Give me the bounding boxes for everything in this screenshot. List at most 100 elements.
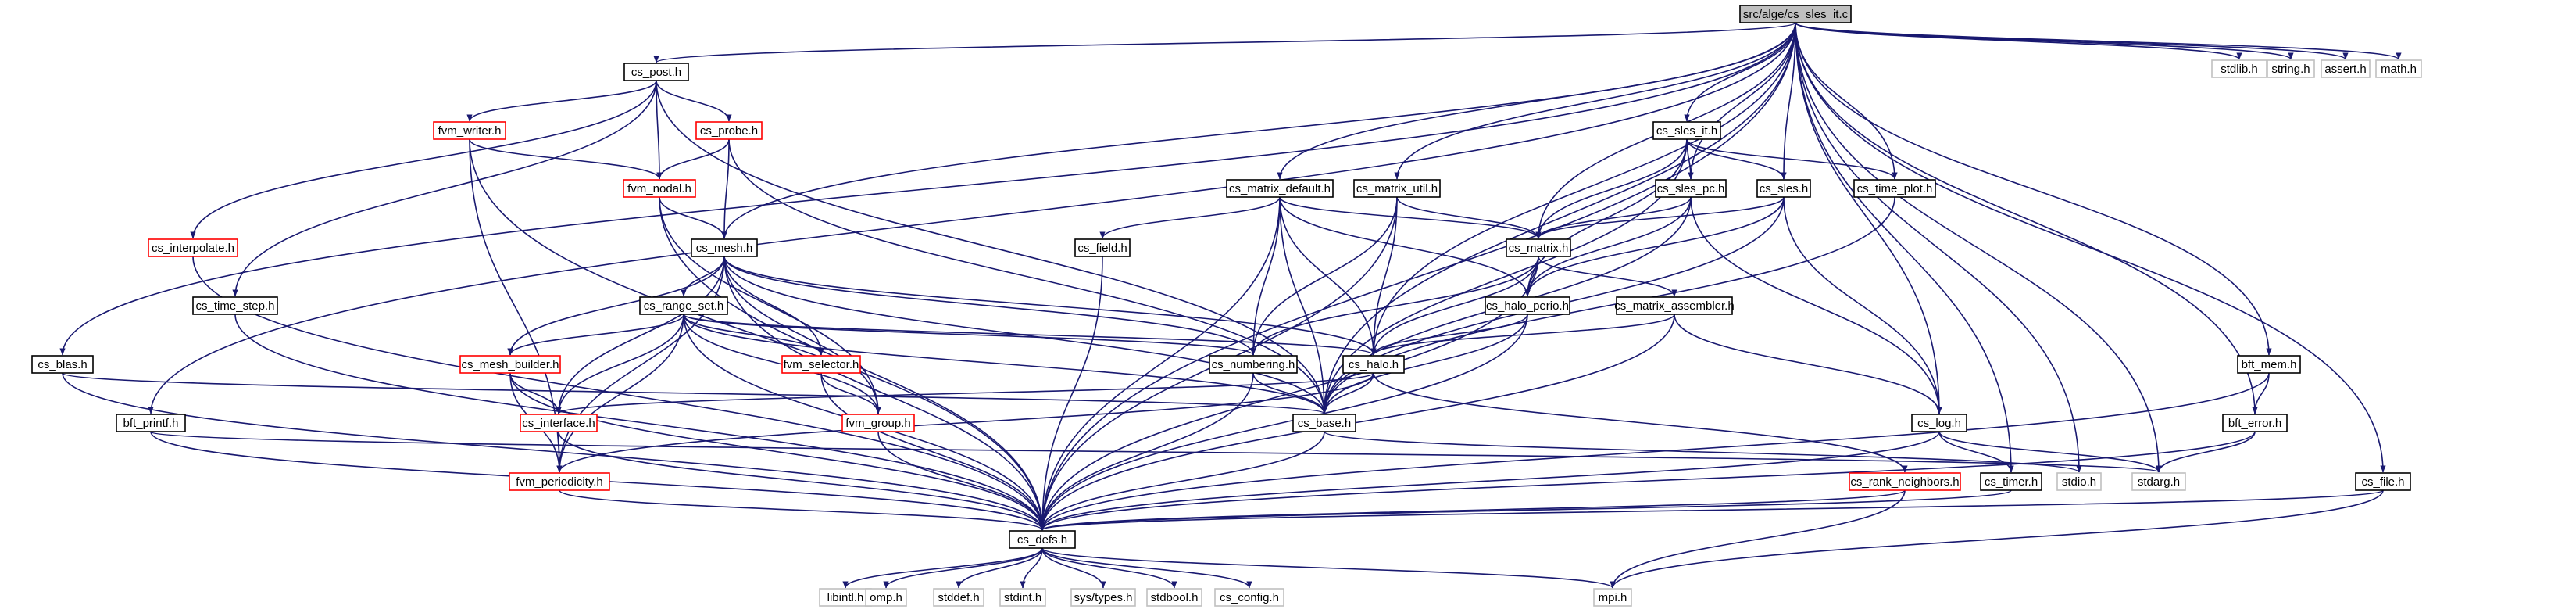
edge-cs_field-to-cs_defs	[1039, 256, 1103, 531]
node-root[interactable]: src/alge/cs_sles_it.c	[1739, 5, 1852, 23]
node-box	[865, 588, 907, 607]
edge-cs_matrix-to-cs_numbering	[1250, 256, 1539, 356]
node-bft-printf[interactable]: bft_printf.h	[116, 414, 186, 432]
edge-cs_time_step-to-cs_defs	[234, 314, 1045, 531]
edge-root-to-stdio	[1795, 22, 2082, 473]
node-cs-rank-neighbors[interactable]: cs_rank_neighbors.h	[1849, 472, 1961, 491]
node-cs-numbering[interactable]: cs_numbering.h	[1209, 355, 1298, 374]
node-label: cs_matrix.h	[1509, 242, 1569, 255]
node-fvm-selector[interactable]: fvm_selector.h	[781, 355, 861, 374]
node-cs-config: cs_config.h	[1214, 588, 1284, 607]
edge-cs_mesh-to-cs_interface	[556, 256, 725, 414]
node-label: cs_post.h	[631, 66, 681, 79]
edge-cs_halo-to-cs_interface	[556, 372, 1374, 414]
node-cs-mesh-builder[interactable]: cs_mesh_builder.h	[459, 355, 561, 374]
node-label: cs_field.h	[1077, 242, 1127, 255]
node-cs-matrix-assembler[interactable]: cs_matrix_assembler.h	[1614, 296, 1735, 315]
edge-cs_sles-to-cs_halo_perio	[1524, 196, 1785, 297]
edge-cs_time_plot-to-cs_base	[1321, 196, 1895, 414]
edge-cs_sles_it-to-cs_sles	[1686, 138, 1787, 180]
node-cs-defs[interactable]: cs_defs.h	[1009, 530, 1076, 549]
node-box	[459, 355, 561, 374]
node-bft-error[interactable]: bft_error.h	[2222, 414, 2288, 432]
node-cs-range-set[interactable]: cs_range_set.h	[639, 296, 728, 315]
node-cs-post[interactable]: cs_post.h	[623, 63, 689, 81]
node-label: cs_interface.h	[522, 417, 595, 430]
node-cs-sles-it[interactable]: cs_sles_it.h	[1652, 121, 1721, 140]
edge-cs_defs-to-stddef	[956, 547, 1043, 589]
edge-cs_sles_it-to-cs_time_plot	[1686, 138, 1898, 180]
node-label: assert.h	[2324, 63, 2366, 76]
node-box	[1146, 588, 1202, 607]
node-label: cs_time_plot.h	[1857, 182, 1933, 195]
node-box	[1593, 588, 1632, 607]
node-cs-field[interactable]: cs_field.h	[1074, 238, 1131, 257]
edge-fvm_writer-to-fvm_nodal	[469, 138, 663, 180]
node-cs-time-step[interactable]: cs_time_step.h	[192, 296, 278, 315]
node-cs-time-plot[interactable]: cs_time_plot.h	[1853, 179, 1936, 198]
node-box	[2355, 472, 2411, 491]
node-fvm-periodicity[interactable]: fvm_periodicity.h	[509, 472, 610, 491]
node-cs-matrix-util[interactable]: cs_matrix_util.h	[1353, 179, 1441, 198]
node-math: math.h	[2375, 59, 2422, 78]
node-bft-mem[interactable]: bft_mem.h	[2237, 355, 2301, 374]
edge-fvm_periodicity-to-cs_defs	[559, 489, 1045, 531]
node-cs-sles-pc[interactable]: cs_sles_pc.h	[1655, 179, 1727, 198]
node-label: bft_mem.h	[2242, 358, 2297, 371]
edge-root-to-cs_file	[1795, 22, 2386, 473]
node-fvm-writer[interactable]: fvm_writer.h	[433, 121, 506, 140]
edge-cs_mesh-to-cs_numbering	[723, 256, 1256, 356]
edge-cs_timer-to-cs_defs	[1039, 489, 2012, 531]
node-cs-base[interactable]: cs_base.h	[1292, 414, 1356, 432]
node-label: cs_halo_perio.h	[1486, 299, 1569, 313]
edge-cs_range_set-to-cs_interface	[556, 314, 684, 414]
edge-root-to-cs_base	[1321, 22, 1796, 414]
edge-cs_defs-to-systypes	[1041, 547, 1106, 589]
node-cs-halo[interactable]: cs_halo.h	[1342, 355, 1405, 374]
node-label: cs_mesh.h	[696, 242, 753, 255]
edge-cs_mesh-to-fvm_periodicity	[556, 256, 725, 473]
edge-cs_post-to-cs_base	[656, 80, 1327, 414]
node-box	[2056, 472, 2102, 491]
node-cs-matrix[interactable]: cs_matrix.h	[1506, 238, 1571, 257]
node-fvm-group[interactable]: fvm_group.h	[841, 414, 915, 432]
node-box	[841, 414, 915, 432]
edge-root-to-cs_log	[1795, 22, 1942, 414]
edge-root-to-stdlib	[1795, 22, 2242, 60]
node-box	[1353, 179, 1441, 198]
edge-cs_defs-to-cs_config	[1041, 547, 1252, 589]
node-cs-file[interactable]: cs_file.h	[2355, 472, 2411, 491]
edge-fvm_selector-to-cs_defs	[820, 372, 1045, 531]
node-box	[1009, 530, 1076, 549]
node-libintl: libintl.h	[819, 588, 872, 607]
node-label: cs_sles.h	[1760, 182, 1809, 195]
node-cs-probe[interactable]: cs_probe.h	[695, 121, 763, 140]
edge-cs_base-to-cs_defs	[1039, 431, 1325, 531]
node-assert: assert.h	[2321, 59, 2371, 78]
node-label: src/alge/cs_sles_it.c	[1743, 8, 1849, 21]
node-cs-interpolate[interactable]: cs_interpolate.h	[148, 238, 238, 257]
edge-cs_matrix-to-cs_matrix_assembler	[1538, 256, 1677, 297]
edge-cs_mesh-to-fvm_group	[723, 256, 881, 414]
edge-cs_sles_it-to-cs_halo_perio	[1524, 138, 1688, 297]
node-cs-halo-perio[interactable]: cs_halo_perio.h	[1485, 296, 1570, 315]
node-box	[116, 414, 186, 432]
node-box	[1214, 588, 1284, 607]
edge-cs_base-to-stdio	[1324, 431, 2082, 473]
node-cs-interface[interactable]: cs_interface.h	[520, 414, 598, 432]
node-label: fvm_periodicity.h	[516, 475, 602, 489]
node-cs-log[interactable]: cs_log.h	[1911, 414, 1967, 432]
node-cs-sles[interactable]: cs_sles.h	[1756, 179, 1811, 198]
node-label: cs_sles_pc.h	[1657, 182, 1725, 195]
node-label: bft_error.h	[2228, 417, 2281, 430]
node-box	[2267, 59, 2315, 78]
node-box	[1652, 121, 1721, 140]
node-cs-matrix-default[interactable]: cs_matrix_default.h	[1226, 179, 1334, 198]
node-cs-mesh[interactable]: cs_mesh.h	[691, 238, 758, 257]
edge-cs_rank_neighbors-to-cs_defs	[1039, 489, 1906, 531]
node-cs-timer[interactable]: cs_timer.h	[1980, 472, 2042, 491]
edge-cs_matrix_default-to-cs_numbering	[1250, 196, 1281, 356]
node-fvm-nodal[interactable]: fvm_nodal.h	[623, 179, 696, 198]
node-cs-blas[interactable]: cs_blas.h	[31, 355, 94, 374]
edge-cs_halo-to-cs_rank_neighbors	[1373, 372, 1908, 473]
